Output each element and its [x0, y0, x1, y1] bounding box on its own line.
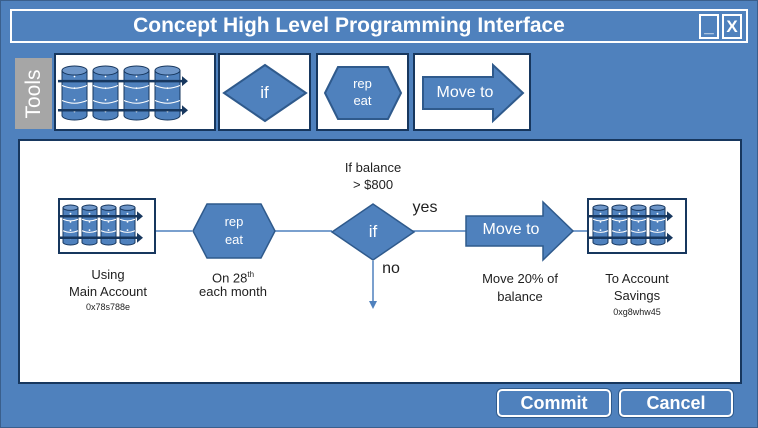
- if-node-label: if: [368, 222, 378, 241]
- repeat-hexagon-icon: [192, 203, 276, 259]
- target-account-id: 0xg8whw45: [613, 307, 661, 317]
- repeat-node-caption-prefix: On 28: [211, 270, 248, 286]
- repeat-node-label-2: eat: [224, 232, 244, 247]
- arrow-right-icon: [465, 200, 575, 262]
- repeat-node-label-1: rep: [224, 214, 244, 229]
- tool-if[interactable]: if: [218, 53, 311, 131]
- repeat-node-caption-2: each month: [199, 284, 267, 299]
- flow-canvas[interactable]: Using Main Account 0x78s788e rep eat On …: [18, 139, 742, 384]
- move-to-node[interactable]: Move to: [465, 200, 575, 262]
- repeat-hexagon-icon: [323, 66, 403, 120]
- tool-account[interactable]: [54, 53, 216, 131]
- target-account-caption-2: Savings: [613, 288, 661, 303]
- arrow-right-icon: [422, 62, 525, 124]
- repeat-node-caption-sup: th: [247, 270, 255, 279]
- if-node[interactable]: if: [330, 203, 416, 261]
- tool-if-label: if: [260, 83, 269, 102]
- target-account-node[interactable]: [587, 198, 687, 254]
- if-condition-2: > $800: [352, 177, 394, 192]
- repeat-node[interactable]: rep eat: [192, 203, 276, 259]
- window-title: Concept High Level Programming Interface: [133, 14, 565, 37]
- tool-move-to[interactable]: Move to: [413, 53, 531, 131]
- move-to-node-label: Move to: [482, 221, 540, 238]
- if-condition-1: If balance: [344, 160, 402, 175]
- close-button[interactable]: X: [722, 14, 742, 39]
- source-account-id: 0x78s788e: [85, 302, 131, 312]
- target-account-caption-1: To Account: [605, 271, 669, 286]
- source-account-caption-1: Using: [91, 267, 125, 282]
- decision-diamond-icon: [222, 63, 308, 123]
- commit-button[interactable]: Commit: [497, 389, 611, 417]
- database-icon: [58, 65, 188, 121]
- repeat-node-caption-1: On 28th: [183, 266, 283, 286]
- if-no-label: no: [382, 260, 400, 277]
- move-to-caption-1: Move 20% of: [482, 271, 558, 286]
- tool-repeat-label-2: eat: [353, 93, 372, 108]
- tools-tab[interactable]: Tools: [15, 58, 52, 129]
- tool-move-to-label: Move to: [436, 84, 494, 101]
- move-to-caption-2: balance: [497, 289, 543, 304]
- tool-repeat-label-1: rep: [353, 76, 372, 91]
- tool-repeat[interactable]: rep eat: [316, 53, 409, 131]
- database-icon: [59, 204, 143, 246]
- source-account-caption-2: Main Account: [68, 284, 148, 299]
- title-bar: Concept High Level Programming Interface…: [10, 9, 748, 43]
- database-icon: [589, 204, 673, 246]
- minimize-button[interactable]: _: [699, 14, 719, 39]
- flow-connectors: [156, 230, 588, 309]
- tools-label: Tools: [21, 68, 45, 119]
- decision-diamond-icon: [330, 203, 416, 261]
- source-account-node[interactable]: [58, 198, 156, 254]
- if-yes-label: yes: [412, 199, 438, 216]
- cancel-button[interactable]: Cancel: [619, 389, 733, 417]
